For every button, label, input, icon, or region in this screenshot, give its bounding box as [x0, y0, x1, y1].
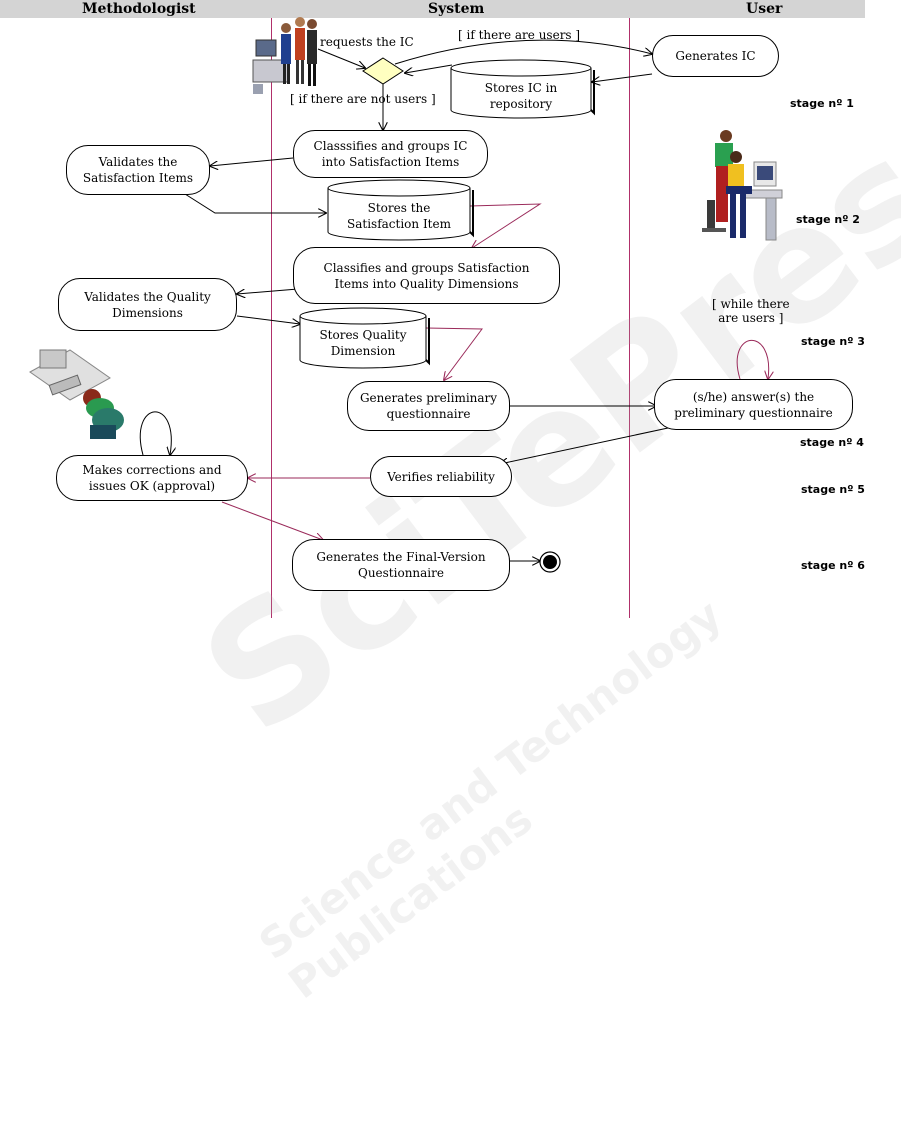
lane-title-system: System: [428, 1, 485, 17]
flow-decision-to-generates: [394, 39, 652, 65]
stage-label-4: stage nº 4: [800, 436, 864, 449]
activity-validates-quality: Validates the Quality Dimensions: [58, 278, 237, 331]
stage-label-2: stage nº 2: [796, 213, 860, 226]
flow-corrections-to-final: [221, 501, 323, 540]
flow-store-si-to-quality: [469, 203, 542, 248]
flow-answers-to-verifies: [500, 427, 669, 464]
activity-makes-corrections: Makes corrections and issues OK (approva…: [56, 455, 248, 501]
final-node-dot: [543, 555, 557, 569]
store-quality-dimension-shape: [299, 307, 430, 369]
flow-requests-to-decision: [317, 48, 365, 68]
activity-validates-satisfaction: Validates the Satisfaction Items: [66, 145, 210, 195]
activity-answers-preliminary: (s/he) answer(s) the preliminary questio…: [654, 379, 853, 430]
lane-divider-left: [271, 18, 272, 618]
activity-generates-preliminary: Generates preliminary questionnaire: [347, 381, 510, 431]
store-ic-repository-shape: [450, 59, 595, 119]
activity-classifies-quality: Classifies and groups Satisfaction Items…: [293, 247, 560, 304]
stage-label-6: stage nº 6: [801, 559, 865, 572]
stage-label-3: stage nº 3: [801, 335, 865, 348]
flow-answers-loop: [736, 339, 768, 379]
activity-classifies-ic: Classsifies and groups IC into Satisfact…: [293, 130, 488, 178]
activity-verifies-reliability: Verifies reliability: [370, 456, 512, 497]
flow-validates-quality-to-store: [236, 315, 300, 324]
flow-store-qd-to-preliminary: [425, 327, 483, 380]
flow-generates-to-store: [592, 73, 653, 82]
activity-generates-ic: Generates IC: [652, 35, 779, 77]
store-satisfaction-item-shape: [327, 179, 474, 241]
swimlane-header: [0, 0, 865, 18]
people-at-computer-icon: [252, 17, 317, 94]
guard-while-users: [ while there are users ]: [712, 297, 790, 325]
guard-if-users: [ if there are users ]: [458, 28, 581, 42]
activity-generates-final: Generates the Final-Version Questionnair…: [292, 539, 510, 591]
store-quality-dimension: Stores Quality Dimension: [319, 328, 407, 358]
workstation-people-icon: [702, 130, 783, 241]
flow-corrections-loop: [139, 411, 171, 455]
store-satisfaction-item: Stores the Satisfaction Item: [347, 201, 451, 231]
label-requests-ic: requests the IC: [320, 35, 414, 49]
lane-title-user: User: [746, 1, 783, 17]
stage-label-5: stage nº 5: [801, 483, 865, 496]
decision-node: [362, 57, 404, 85]
flow-classifies-to-validates: [210, 157, 294, 166]
stage-label-1: stage nº 1: [790, 97, 854, 110]
guard-if-not-users: [ if there are not users ]: [290, 92, 436, 106]
flow-store-to-decision: [405, 64, 453, 73]
store-ic-repository: Stores IC in repository: [484, 81, 558, 111]
lane-divider-right: [629, 18, 630, 618]
lane-title-methodologist: Methodologist: [82, 1, 196, 17]
desk-worker-icon: [29, 349, 124, 439]
flow-validates-to-store-si: [184, 193, 326, 213]
